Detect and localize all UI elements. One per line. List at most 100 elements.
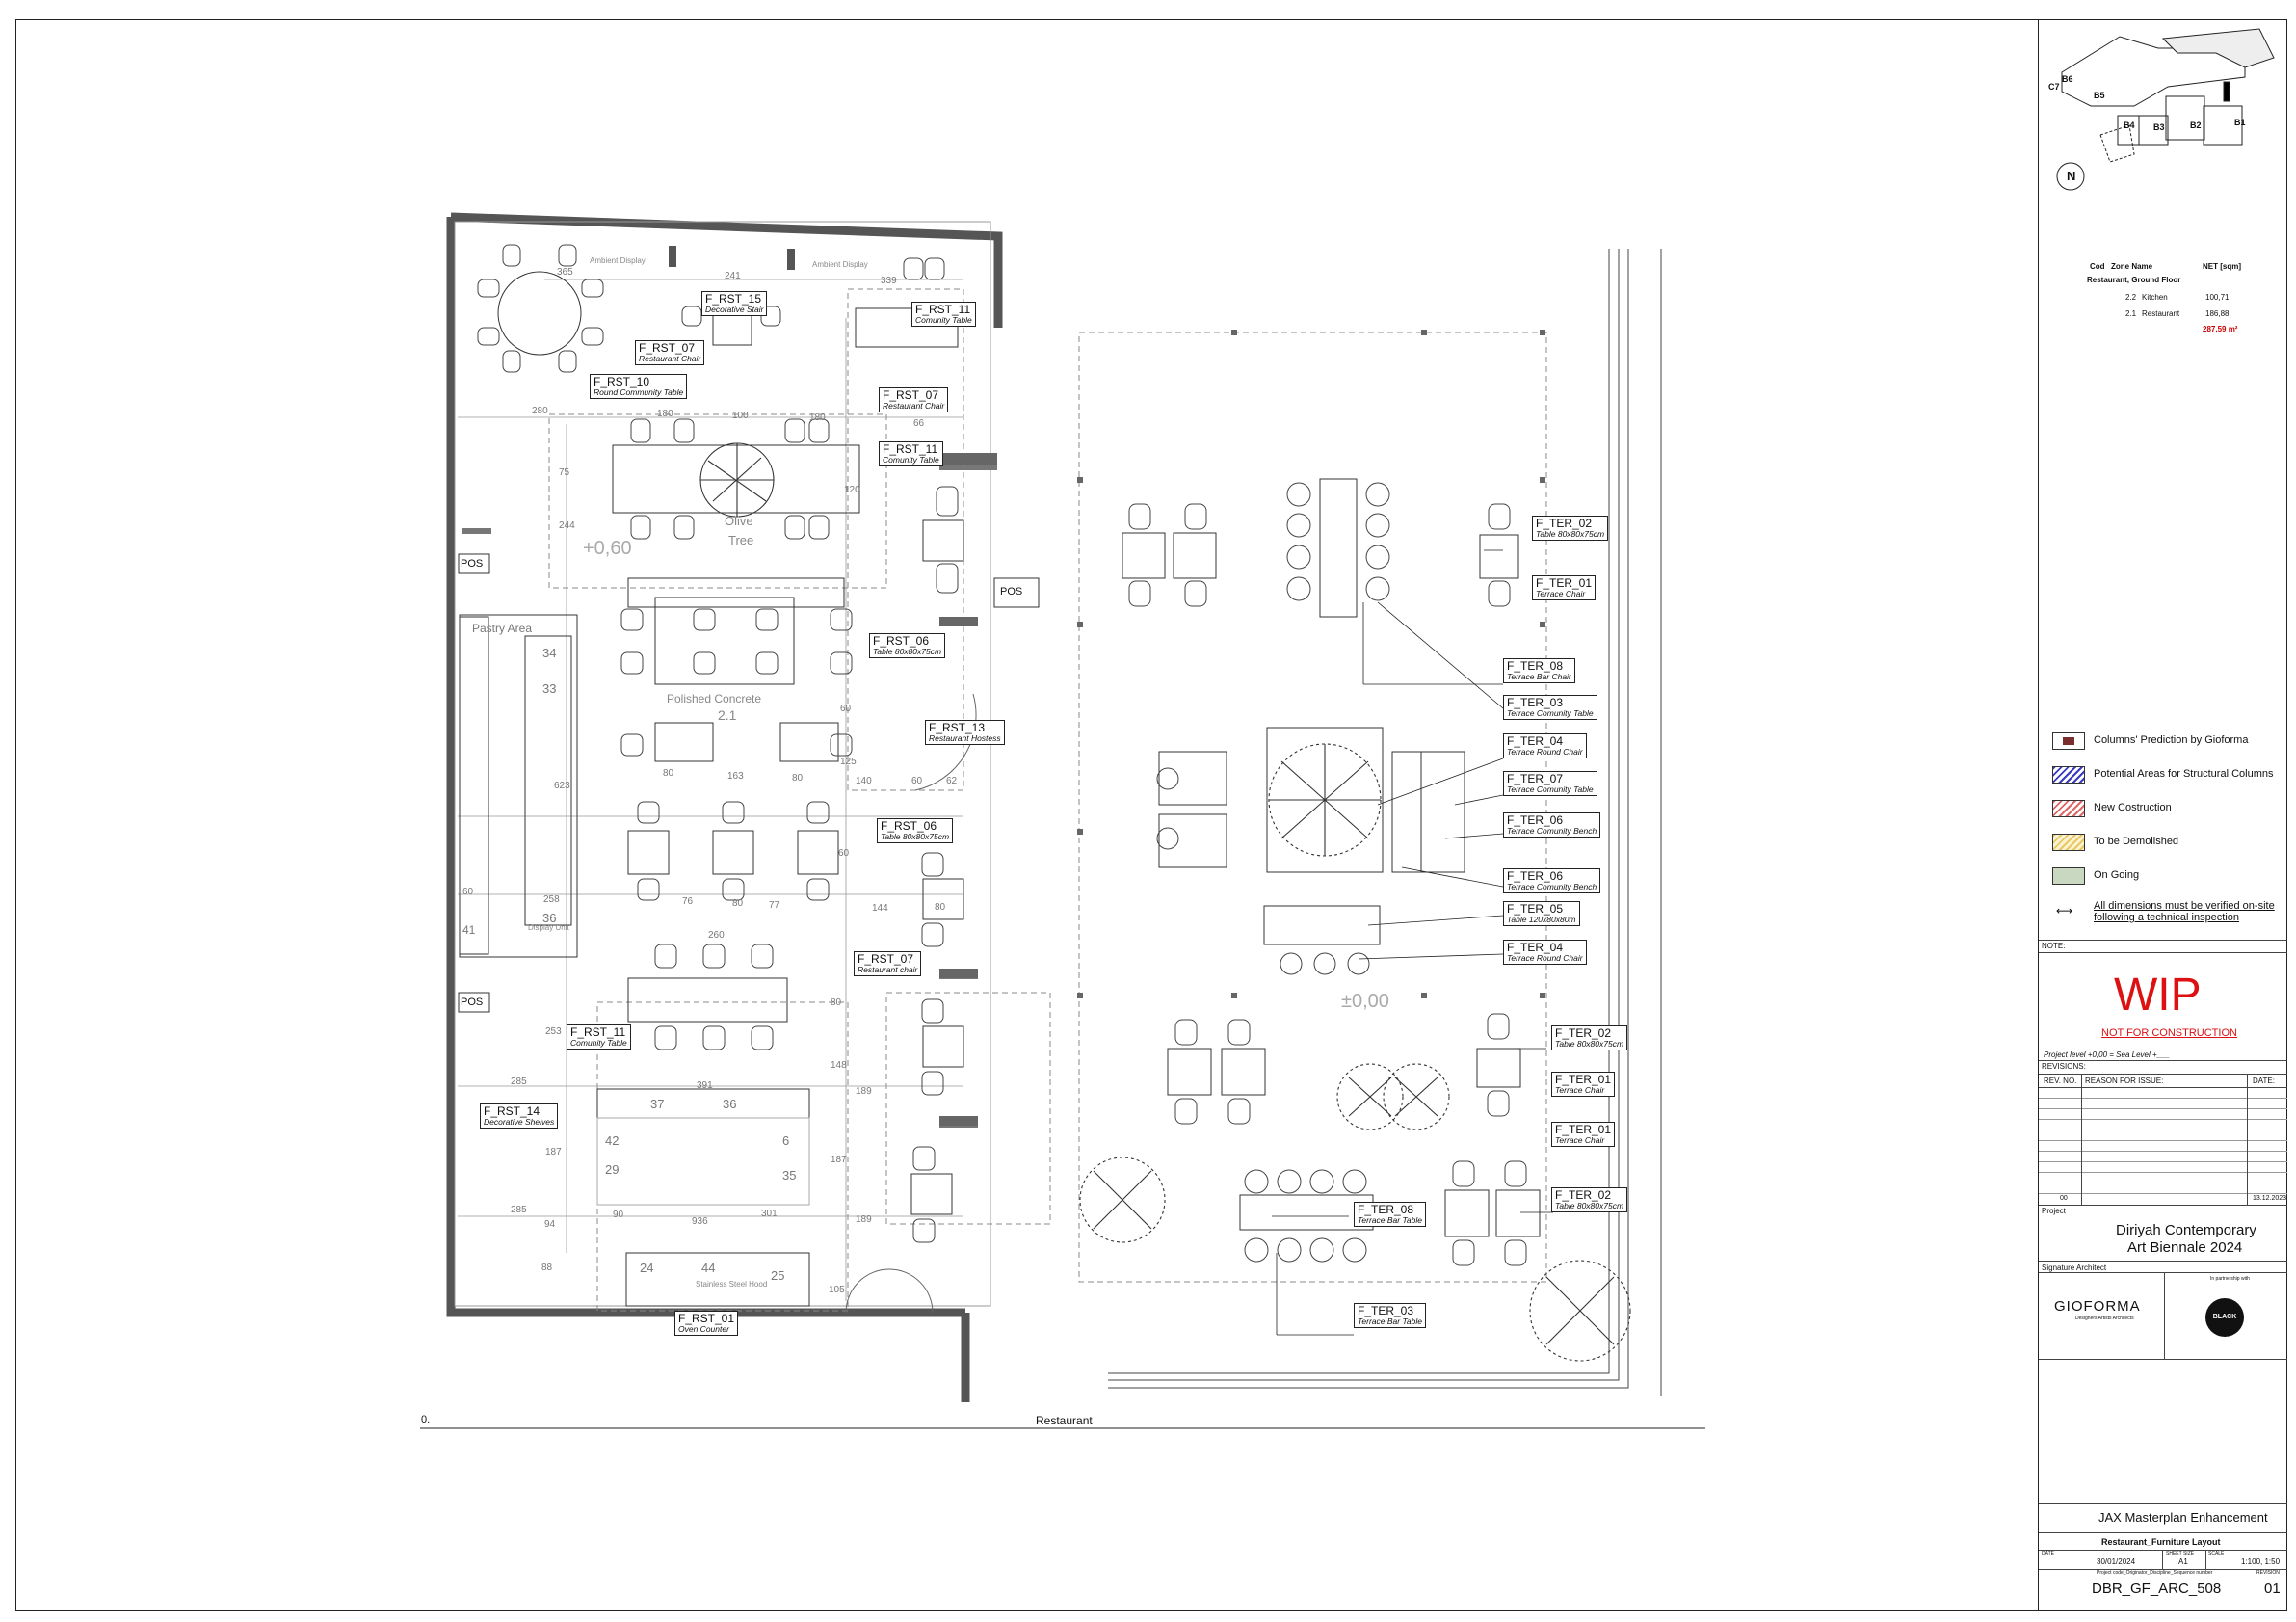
dim: 241 <box>725 271 741 281</box>
partnership-label: In partnership with <box>2210 1276 2250 1282</box>
project-name-line1: Diriyah Contemporary <box>2116 1222 2256 1238</box>
level-restaurant: +0,60 <box>583 538 632 559</box>
equip-number: 33 <box>542 681 557 696</box>
dim: 80 <box>663 768 674 779</box>
zone-code: 2.1 <box>718 707 737 723</box>
legend-label: Columns' Prediction by Gioforma <box>2094 734 2249 746</box>
dim: 285 <box>511 1077 527 1087</box>
dim: 88 <box>541 1263 553 1273</box>
dim: 144 <box>872 903 888 914</box>
dim: 260 <box>708 930 725 941</box>
dim: 301 <box>761 1209 778 1219</box>
dim: 90 <box>613 1210 624 1220</box>
ambient-display-label-1: Ambient Display <box>590 256 646 265</box>
equip-number: 36 <box>723 1097 737 1111</box>
drawing-caption: Restaurant <box>1036 1414 1093 1427</box>
dim: 125 <box>840 757 857 767</box>
dim: 80 <box>792 773 804 784</box>
keyplan-label: B5 <box>2094 91 2105 100</box>
area-cod: 2.1 <box>2125 309 2137 318</box>
dim: 391 <box>697 1080 713 1091</box>
keyplan-label: B4 <box>2124 120 2135 130</box>
black-logo: BLACK <box>2205 1298 2244 1337</box>
gioforma-logo: GIOFORMA <box>2054 1298 2141 1315</box>
zone-name: Polished Concrete <box>667 692 762 705</box>
project-label: Project <box>2042 1207 2066 1215</box>
legend-label: Potential Areas for Structural Columns <box>2094 768 2274 780</box>
sheet-scale: 1:100, 1:50 <box>2241 1557 2281 1566</box>
dim: 94 <box>544 1219 556 1230</box>
code-labels: Project code_Originator_Discipline_Seque… <box>2097 1570 2213 1576</box>
display-unit-label: Display Unit <box>528 923 569 932</box>
keyplan-label: B3 <box>2153 122 2165 132</box>
keyplan-label: B6 <box>2062 74 2073 84</box>
dim: 187 <box>831 1155 847 1165</box>
area-header-net: NET [sqm] <box>2203 262 2241 271</box>
dim: 244 <box>559 520 575 531</box>
dim: 62 <box>946 776 958 786</box>
legend-swatch-new <box>2052 800 2085 817</box>
level-terrace: ±0,00 <box>1341 991 1389 1012</box>
equip-number: 35 <box>782 1168 797 1183</box>
legend-swatch-structural <box>2052 766 2085 784</box>
dim: 66 <box>913 418 925 429</box>
dim: 189 <box>856 1086 872 1097</box>
keyplan-label: B1 <box>2234 118 2246 127</box>
dim: 60 <box>911 776 923 786</box>
equip-number: 42 <box>605 1133 620 1148</box>
area-group: Restaurant, Ground Floor <box>2087 276 2181 284</box>
pos-label-1: POS <box>461 558 484 570</box>
revision-label: REVISION <box>2256 1570 2280 1576</box>
project-level-note: Project level +0,00 = Sea Level +___ <box>2044 1050 2170 1059</box>
area-header-cod: Cod <box>2090 262 2105 271</box>
dim: 76 <box>682 896 694 907</box>
equip-number: 34 <box>542 646 557 660</box>
dim: 80 <box>831 997 842 1008</box>
dim: 120 <box>844 485 860 495</box>
client-project-title: JAX Masterplan Enhancement <box>2098 1510 2268 1525</box>
dim: 365 <box>557 267 573 278</box>
legend-label: On Going <box>2094 869 2140 881</box>
dim: 258 <box>543 894 560 905</box>
revisions-label: REVISIONS: <box>2042 1062 2086 1071</box>
revision-number: 01 <box>2264 1581 2281 1597</box>
dim: 80 <box>935 902 946 913</box>
sheet-size: A1 <box>2178 1557 2188 1566</box>
rev-number: 00 <box>2060 1195 2068 1202</box>
equip-number: 29 <box>605 1162 620 1177</box>
dim: 100 <box>732 411 749 421</box>
rev-date: 13.12.2023 <box>2253 1195 2287 1202</box>
dim: 148 <box>831 1060 847 1071</box>
legend-label: To be Demolished <box>2094 836 2179 847</box>
dim: 60 <box>838 848 850 859</box>
drawing-number: DBR_GF_ARC_508 <box>2092 1581 2222 1597</box>
signature-label: Signature Architect <box>2042 1263 2107 1272</box>
legend-swatch-columns <box>2052 732 2085 750</box>
legend-swatch-demolish <box>2052 834 2085 851</box>
equip-number: 25 <box>771 1268 785 1283</box>
dim: 339 <box>881 276 897 286</box>
note-label: NOTE: <box>2042 942 2066 950</box>
dim: 936 <box>692 1216 708 1227</box>
area-name: Restaurant <box>2142 309 2180 318</box>
